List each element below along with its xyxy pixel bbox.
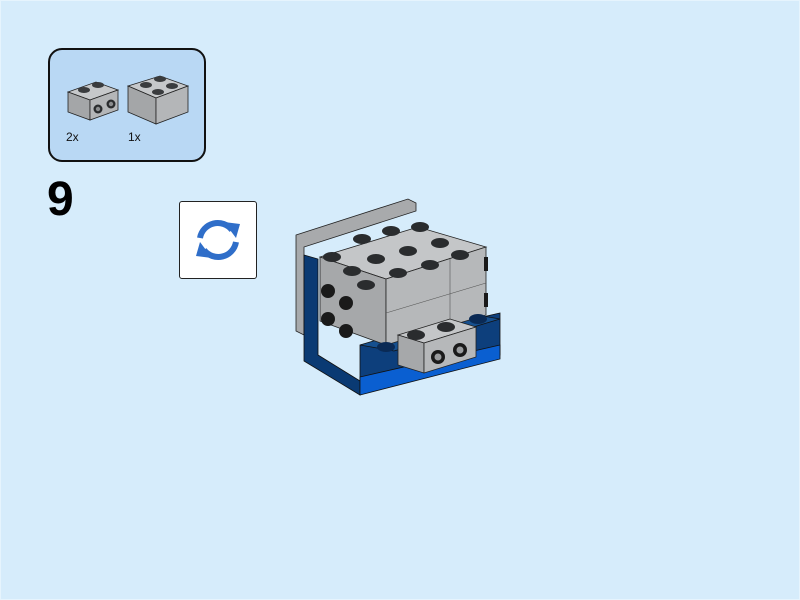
rotate-model-indicator — [179, 201, 257, 279]
part-qty-1: 2x — [66, 130, 79, 144]
assembled-model-illustration — [295, 198, 501, 396]
part-qty-2: 1x — [128, 130, 141, 144]
rotate-arrows-icon — [196, 220, 240, 260]
brick-2x2-icon — [126, 75, 190, 125]
parts-callout: 2x 1x — [48, 48, 206, 162]
step-number: 9 — [47, 173, 74, 226]
brick-1x2-side-studs-icon — [66, 81, 120, 121]
